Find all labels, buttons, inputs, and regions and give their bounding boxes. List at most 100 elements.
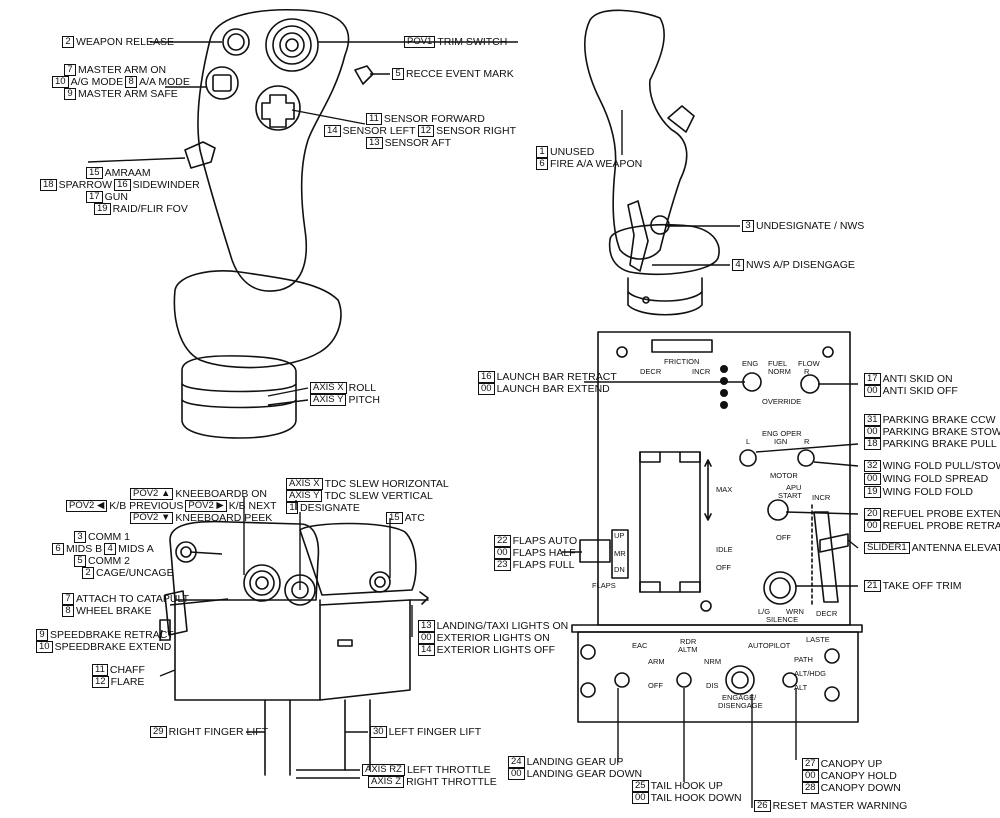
legend-start: START [778, 491, 802, 500]
legend-silence: SILENCE [766, 615, 798, 624]
legend-althdg: ALT/HDG [794, 669, 826, 678]
legend-eng-oper: ENG OPER [762, 429, 802, 438]
legend-altm: ALTM [678, 645, 697, 654]
legend-max: MAX [716, 485, 732, 494]
legend-norm: NORM [768, 367, 791, 376]
legend-apu-off: OFF [776, 533, 791, 542]
legend-mr: MR [614, 549, 626, 558]
legend-nrm: NRM [704, 657, 721, 666]
legend-eac: EAC [632, 641, 648, 650]
legend-flaps: FLAPS [592, 581, 616, 590]
legend-r: R [804, 367, 810, 376]
legend-ign: IGN [774, 437, 787, 446]
joystick-grip [173, 8, 374, 439]
kneeboard-on-label: POV2 ▲KNEEBOARDB ON [130, 488, 267, 500]
legend-incr: INCR [692, 367, 711, 376]
indicator-dot [720, 377, 728, 385]
legend-path: PATH [794, 655, 813, 664]
legend-up: UP [614, 531, 624, 540]
legend-dn: DN [614, 565, 625, 574]
legend-flow: FLOW [798, 359, 821, 368]
legend-eac-off: OFF [648, 681, 663, 690]
legend-idle: IDLE [716, 545, 733, 554]
legend-wrn: WRN [786, 607, 804, 616]
legend-incr2: INCR [812, 493, 831, 502]
legend-eng: ENG [742, 359, 758, 368]
legend-apu: APU [786, 483, 801, 492]
legend-lg: L/G [758, 607, 770, 616]
legend-off: OFF [716, 563, 731, 572]
legend-override: OVERRIDE [762, 397, 801, 406]
legend-motor: MOTOR [770, 471, 798, 480]
legend-fuel: FUEL [768, 359, 787, 368]
indicator-dot [720, 365, 728, 373]
legend-decr: DECR [640, 367, 662, 376]
legend-arm: ARM [648, 657, 665, 666]
legend-disengage: DISENGAGE [718, 701, 763, 710]
legend-friction: FRICTION [664, 357, 699, 366]
legend-engage: ENGAGE/ [722, 693, 757, 702]
indicator-dot [720, 401, 728, 409]
legend-alt: ALT [794, 683, 808, 692]
panel-legend: FRICTION DECR INCR ENG FUEL NORM FLOW R … [592, 357, 838, 710]
legend-laste: LASTE [806, 635, 830, 644]
control-panel [571, 331, 863, 723]
